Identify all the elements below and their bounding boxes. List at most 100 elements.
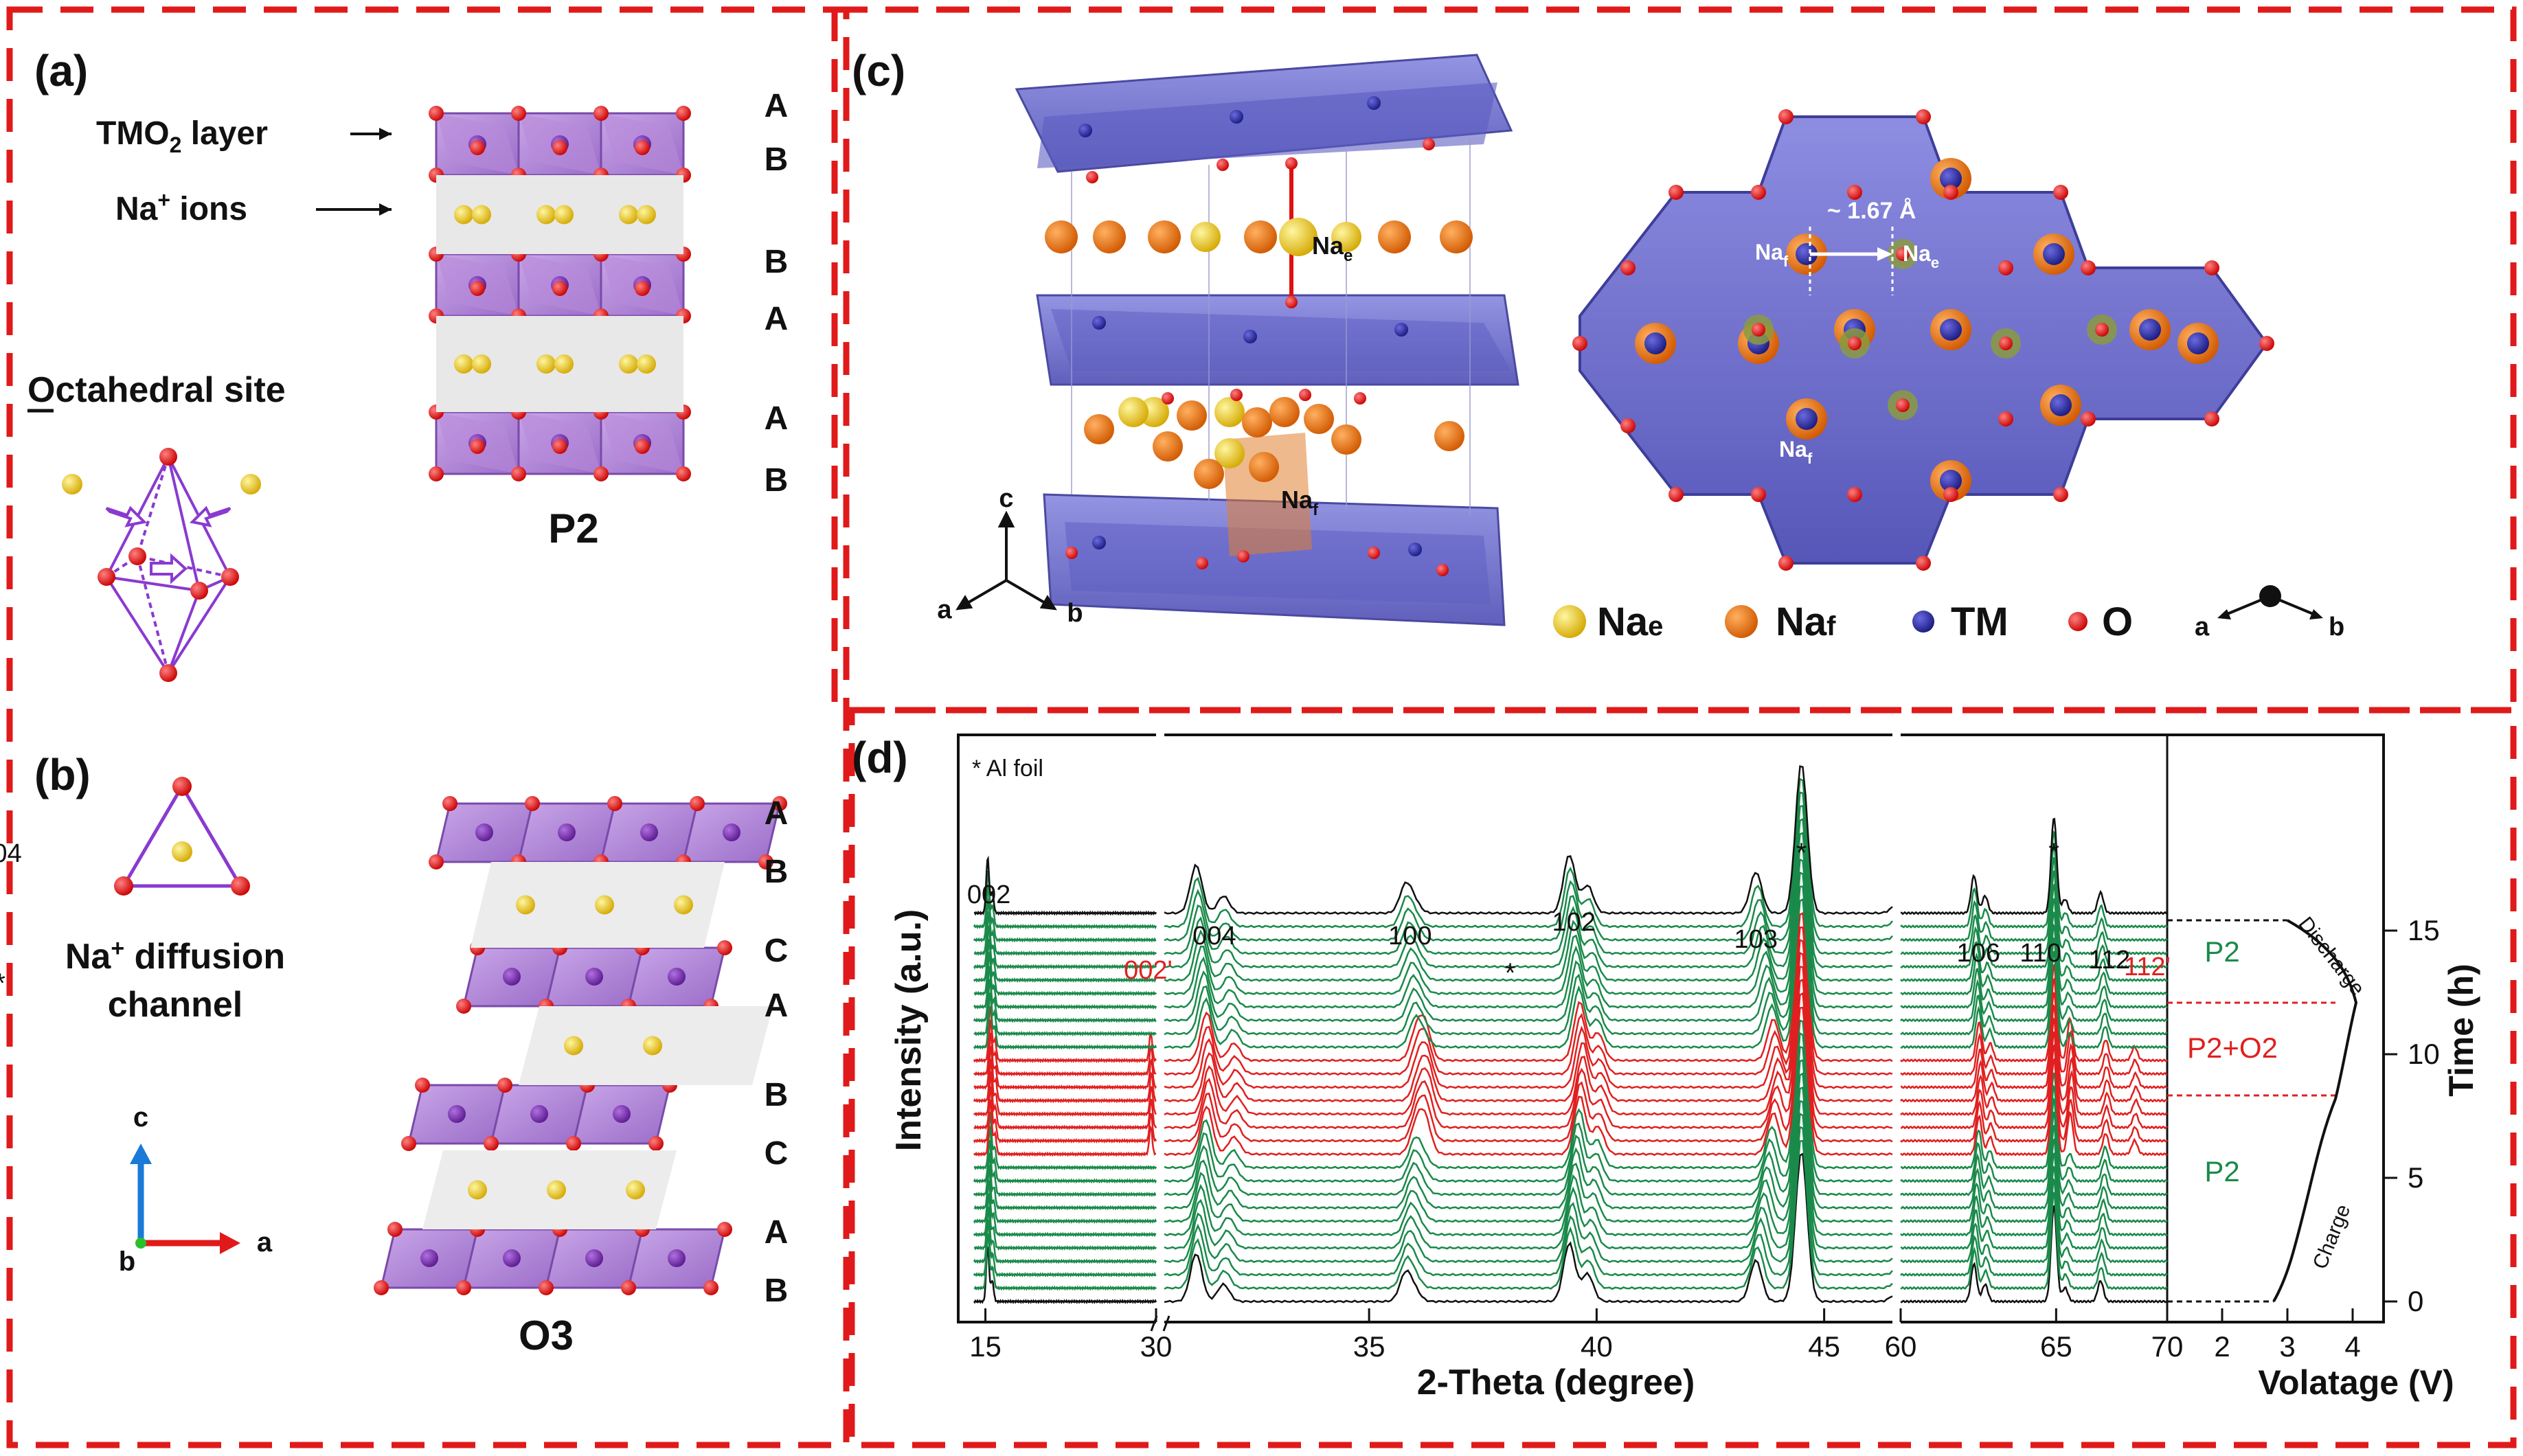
axis-a-2d: a — [2195, 613, 2210, 641]
xrd-pattern — [1164, 1086, 1893, 1237]
xrd-pattern — [1900, 869, 2168, 969]
xrd-pattern — [1164, 791, 1893, 942]
panel-borders — [6, 6, 2517, 1448]
xrd-pattern — [973, 1058, 1157, 1117]
xrd-pattern — [1164, 1072, 1893, 1223]
oxygen-atom — [1847, 185, 1862, 200]
xrd-pattern — [973, 1163, 1157, 1224]
na-f-atom — [1434, 421, 1464, 451]
stacking-letter: B — [765, 141, 789, 178]
diffusion-channel-label-1: Na+ diffusion — [65, 935, 285, 977]
panel-a-tag: (a) — [34, 46, 88, 95]
panel-b-axes: c b a — [119, 1102, 273, 1277]
na-atom — [472, 205, 491, 225]
oxygen-atom — [1065, 547, 1078, 559]
panel-c-tag: (c) — [852, 46, 905, 95]
xrd-pattern — [973, 1180, 1157, 1238]
na-f-prism — [1223, 433, 1312, 556]
oxygen-atom — [429, 466, 444, 481]
tm-atom — [640, 823, 658, 841]
p2-label: P2 — [548, 505, 598, 551]
na-atom — [536, 354, 556, 374]
stacking-letter: B — [765, 1077, 789, 1113]
na-f-atom — [1084, 414, 1114, 444]
xrd-pattern — [1900, 897, 2168, 996]
oxygen-atom — [2204, 411, 2219, 426]
oxygen-atom — [2259, 336, 2274, 351]
xrd-pattern — [973, 1019, 1157, 1077]
na-atom — [637, 354, 656, 374]
na-atom — [619, 354, 638, 374]
legend-na-f: Naf — [1776, 600, 1836, 644]
panel-ab-border — [6, 6, 850, 1448]
voltage-axis-label: Volatage (V) — [2258, 1363, 2454, 1402]
na-atom — [554, 205, 574, 225]
na-e-atom — [1190, 222, 1221, 252]
tmo2-layer-label: TMO2 layer — [96, 115, 268, 157]
tm-atom — [1092, 536, 1106, 549]
panel-c-legend: Nae Naf TM O — [1553, 600, 2133, 644]
time-axis-label: Time (h) — [2442, 964, 2480, 1097]
xrd-pattern — [973, 992, 1157, 1050]
oxygen-atom — [1436, 564, 1449, 576]
na-f-atom — [1331, 424, 1361, 455]
oxygen-atom — [1778, 109, 1794, 124]
panel-c-axes-2d: a b — [2195, 585, 2344, 641]
stacking-letter: B — [765, 244, 789, 280]
phase-guides — [2167, 919, 2335, 1303]
xrd-pattern — [1164, 817, 1893, 969]
axis-break-2 — [1892, 728, 1901, 1332]
na-e-atom — [1118, 397, 1149, 427]
oxygen-atom — [593, 466, 609, 481]
xrd-pattern — [1164, 765, 1893, 915]
xrd-pattern — [1164, 1059, 1893, 1210]
peak-label: 102 — [1552, 908, 1596, 937]
na-atom — [674, 895, 693, 915]
phase-label-mid: P2+O2 — [2187, 1032, 2278, 1064]
xrd-pattern — [973, 1152, 1157, 1211]
oxygen-atom — [1668, 487, 1684, 502]
panel-c-axes-3d — [955, 510, 1057, 611]
na-e-atom — [1214, 397, 1245, 427]
peak-label: 103 — [1734, 925, 1778, 954]
xrd-pattern — [973, 925, 1157, 983]
xrd-pattern — [1900, 911, 2168, 1009]
axis-c-label: c — [133, 1102, 148, 1133]
xrd-pattern — [1164, 1112, 1893, 1264]
oxygen-atom — [1237, 550, 1249, 562]
na-atom — [595, 895, 614, 915]
xrd-pattern — [1164, 1006, 1893, 1157]
x-tick-label: 35 — [1353, 1330, 1385, 1363]
oxygen-atom — [2053, 185, 2068, 200]
tm-atom — [503, 1249, 521, 1267]
xrd-pattern — [1900, 1072, 2168, 1170]
x-tick-label: 15 — [969, 1330, 1002, 1363]
tm-atom — [1394, 323, 1408, 337]
octahedron-illustration — [104, 453, 232, 676]
na-atom — [637, 205, 656, 225]
xrd-pattern — [973, 1244, 1157, 1304]
phase-label-top: P2 — [2204, 935, 2239, 968]
triangle-na-atom — [172, 841, 192, 862]
xrd-pattern — [1900, 817, 2168, 915]
na-f-atom — [1304, 404, 1334, 434]
tm-atom — [668, 968, 686, 986]
xrd-pattern — [973, 952, 1157, 1010]
p2-structure — [429, 106, 691, 481]
volt-tick-label: 4 — [2344, 1330, 2360, 1363]
panel-c: (c) Nae Naf — [852, 46, 2344, 644]
oxygen-atom — [1162, 392, 1174, 405]
legend-na-e: Nae — [1597, 600, 1663, 644]
peak-label: 106 — [1956, 939, 2000, 968]
xrd-pattern — [1900, 1124, 2168, 1223]
al-foil-star: * — [1796, 838, 1807, 868]
x-tick-label: 65 — [2040, 1330, 2072, 1363]
xrd-pattern — [1900, 977, 2168, 1076]
xrd-pattern — [1164, 951, 1893, 1103]
na-f-top-label-2: Naf — [1779, 437, 1813, 467]
oxygen-atom — [1230, 389, 1243, 401]
legend-tm-swatch — [1912, 611, 1934, 633]
tm-atom — [1230, 110, 1243, 124]
xrd-pattern — [973, 870, 1157, 929]
